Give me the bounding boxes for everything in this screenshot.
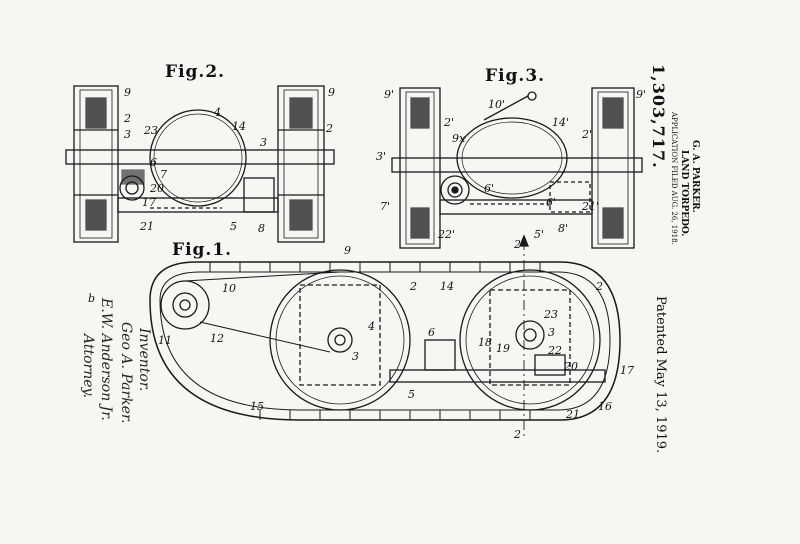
fig1-label-20: 20	[564, 360, 578, 373]
fig1-label-22: 22	[548, 344, 562, 357]
fig3-label-2p: 2'	[444, 116, 455, 129]
fig2-label-9: 9	[124, 86, 131, 99]
fig3-label-14p: 14'	[552, 116, 570, 129]
fig3-label-6pr: 6'	[546, 196, 557, 209]
inventor-label: Inventor.	[136, 328, 152, 392]
fig1-label-6: 6	[428, 326, 435, 339]
fig1-label-9: 9	[344, 244, 351, 257]
witness-mark: b	[88, 292, 96, 305]
fig1-label-15: 15	[250, 400, 264, 413]
fig3-label-7p: 7'	[380, 200, 391, 213]
fig1-label-2-bottom: 2	[514, 428, 521, 441]
fig1-label-10: 10	[222, 282, 236, 295]
fig1-label-18: 18	[478, 336, 492, 349]
fig3-label-3p: 3'	[376, 150, 387, 163]
patent-number: 1,303,717.	[649, 64, 668, 169]
attorney-label: Attorney.	[80, 334, 96, 399]
fig2-label-9r: 9	[328, 86, 335, 99]
fig2-title: Fig.2.	[165, 62, 226, 82]
fig2-label-21: 21	[140, 220, 154, 233]
fig2-label-2r: 2	[326, 122, 333, 135]
fig1-label-12: 12	[210, 332, 224, 345]
attorney-signature: E.W. Anderson Jr.	[98, 298, 114, 421]
fig3-label-9p: 9'	[384, 88, 395, 101]
fig2-label-3: 3	[124, 128, 131, 141]
fig1-label-2a: 2	[410, 280, 417, 293]
application-filed: APPLICATION FILED AUG. 26, 1918.	[670, 112, 678, 245]
fig1-label-2b: 2	[596, 280, 603, 293]
fig3-label-5p: 5'	[534, 228, 545, 241]
fig1-label-23: 23	[544, 308, 558, 321]
fig1-label-21: 21	[566, 408, 580, 421]
patented-date: Patented May 13, 1919.	[653, 296, 668, 454]
fig1-drawing	[149, 234, 621, 440]
fig3-label-22p: 22'	[438, 228, 456, 241]
fig1-label-4: 4	[368, 320, 375, 333]
fig3-label-10p: 10'	[488, 98, 506, 111]
fig2-label-14: 14	[232, 120, 246, 133]
fig1-label-14: 14	[440, 280, 454, 293]
fig2-label-3b: 3	[260, 136, 267, 149]
invention-title: LAND TORPEDO.	[679, 150, 689, 237]
fig2-label-17: 17	[142, 196, 156, 209]
fig2-label-5: 5	[230, 220, 237, 233]
fig2-label-8: 8	[258, 222, 265, 235]
fig1-label-2-top: 2	[514, 238, 521, 251]
fig1-label-5: 5	[408, 388, 415, 401]
fig1-label-17: 17	[620, 364, 634, 377]
fig1-label-11: 11	[158, 334, 172, 347]
fig1-title: Fig.1.	[172, 240, 233, 260]
fig3-label-8p: 8'	[558, 222, 569, 235]
inventor-signature: Geo A. Parker.	[118, 322, 134, 424]
fig1-label-16: 16	[598, 400, 612, 413]
fig3-label-9pr: 9'	[636, 88, 647, 101]
fig3-label-2pr: 2'	[582, 128, 593, 141]
fig3-label-9x: 9x	[452, 132, 466, 145]
fig1-label-19: 19	[496, 342, 510, 355]
fig2-drawing	[65, 85, 335, 243]
fig1-label-3b: 3	[548, 326, 555, 339]
fig3-label-6p: 6'	[484, 182, 495, 195]
fig3-drawing	[391, 87, 643, 249]
fig2-label-7: 7	[160, 168, 167, 181]
fig1-label-3: 3	[352, 350, 359, 363]
fig3-title: Fig.3.	[485, 66, 546, 86]
inventor-name: G. A. PARKER.	[690, 140, 700, 213]
fig2-label-20: 20	[150, 182, 164, 195]
fig2-label-23: 23	[144, 124, 158, 137]
fig2-label-2: 2	[124, 112, 131, 125]
fig2-label-6: 6	[150, 156, 157, 169]
fig2-label-4: 4	[214, 106, 221, 119]
fig3-label-21p: 21'	[582, 200, 600, 213]
